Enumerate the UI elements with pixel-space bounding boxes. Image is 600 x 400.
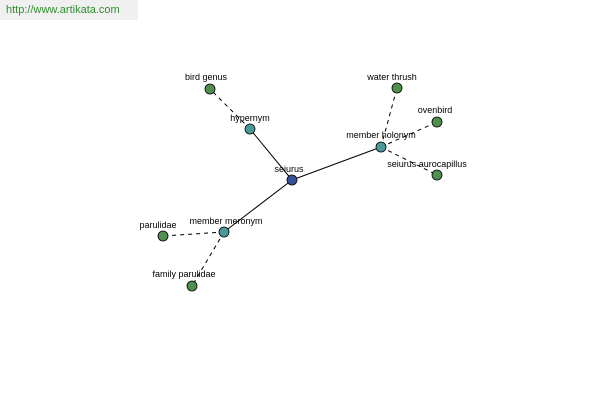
- edge-seiurus-to-member-holonym: [291, 146, 382, 181]
- node-ovenbird[interactable]: ovenbird: [418, 105, 453, 128]
- node-family-parulidae[interactable]: family parulidae: [152, 269, 216, 292]
- node-circle-parulidae[interactable]: [157, 230, 169, 242]
- node-label-family-parulidae: family parulidae: [152, 269, 215, 279]
- node-label-bird-genus: bird genus: [185, 72, 228, 82]
- node-circle-ovenbird[interactable]: [431, 116, 443, 128]
- node-circle-member-holonym[interactable]: [375, 141, 387, 153]
- edge-seiurus-to-hypernym: [249, 128, 293, 181]
- edge-hypernym-to-bird-genus: [209, 88, 251, 130]
- edge-member-meronym-to-family-parulidae: [191, 231, 225, 287]
- node-circle-seiurus-aurocapillus[interactable]: [431, 169, 443, 181]
- node-circle-hypernym[interactable]: [244, 123, 256, 135]
- node-member-holonym[interactable]: member holonym: [346, 130, 416, 153]
- node-seiurus[interactable]: seiurus: [274, 164, 304, 186]
- node-circle-water-thrush[interactable]: [391, 82, 403, 94]
- watermark-link[interactable]: http://www.artikata.com: [6, 4, 120, 16]
- node-label-parulidae: parulidae: [139, 220, 176, 230]
- node-label-seiurus: seiurus: [274, 164, 304, 174]
- edge-member-holonym-to-water-thrush: [380, 87, 398, 148]
- edge-member-meronym-to-parulidae: [162, 231, 225, 237]
- node-seiurus-aurocapillus[interactable]: seiurus aurocapillus: [387, 159, 467, 181]
- node-label-seiurus-aurocapillus: seiurus aurocapillus: [387, 159, 467, 169]
- node-label-member-holonym: member holonym: [346, 130, 416, 140]
- node-circle-member-meronym[interactable]: [218, 226, 230, 238]
- node-label-member-meronym: member meronym: [189, 216, 262, 226]
- node-parulidae[interactable]: parulidae: [139, 220, 177, 242]
- node-label-hypernym: hypernym: [230, 113, 270, 123]
- node-circle-family-parulidae[interactable]: [186, 280, 198, 292]
- node-bird-genus[interactable]: bird genus: [185, 72, 228, 95]
- node-member-meronym[interactable]: member meronym: [189, 216, 263, 238]
- edges-layer: [162, 87, 438, 287]
- node-water-thrush[interactable]: water thrush: [366, 72, 417, 94]
- edge-member-holonym-to-ovenbird: [380, 121, 438, 148]
- node-hypernym[interactable]: hypernym: [230, 113, 270, 135]
- edge-seiurus-to-member-meronym: [223, 179, 293, 233]
- node-circle-seiurus[interactable]: [286, 174, 298, 186]
- nodes-layer: seiurus hypernym member holonym member mero…: [139, 72, 467, 292]
- node-circle-bird-genus[interactable]: [204, 83, 216, 95]
- edge-member-holonym-to-seiurus-aurocapillus: [380, 146, 438, 176]
- watermark-bar: http://www.artikata.com: [0, 0, 138, 20]
- node-label-water-thrush: water thrush: [366, 72, 417, 82]
- node-label-ovenbird: ovenbird: [418, 105, 453, 115]
